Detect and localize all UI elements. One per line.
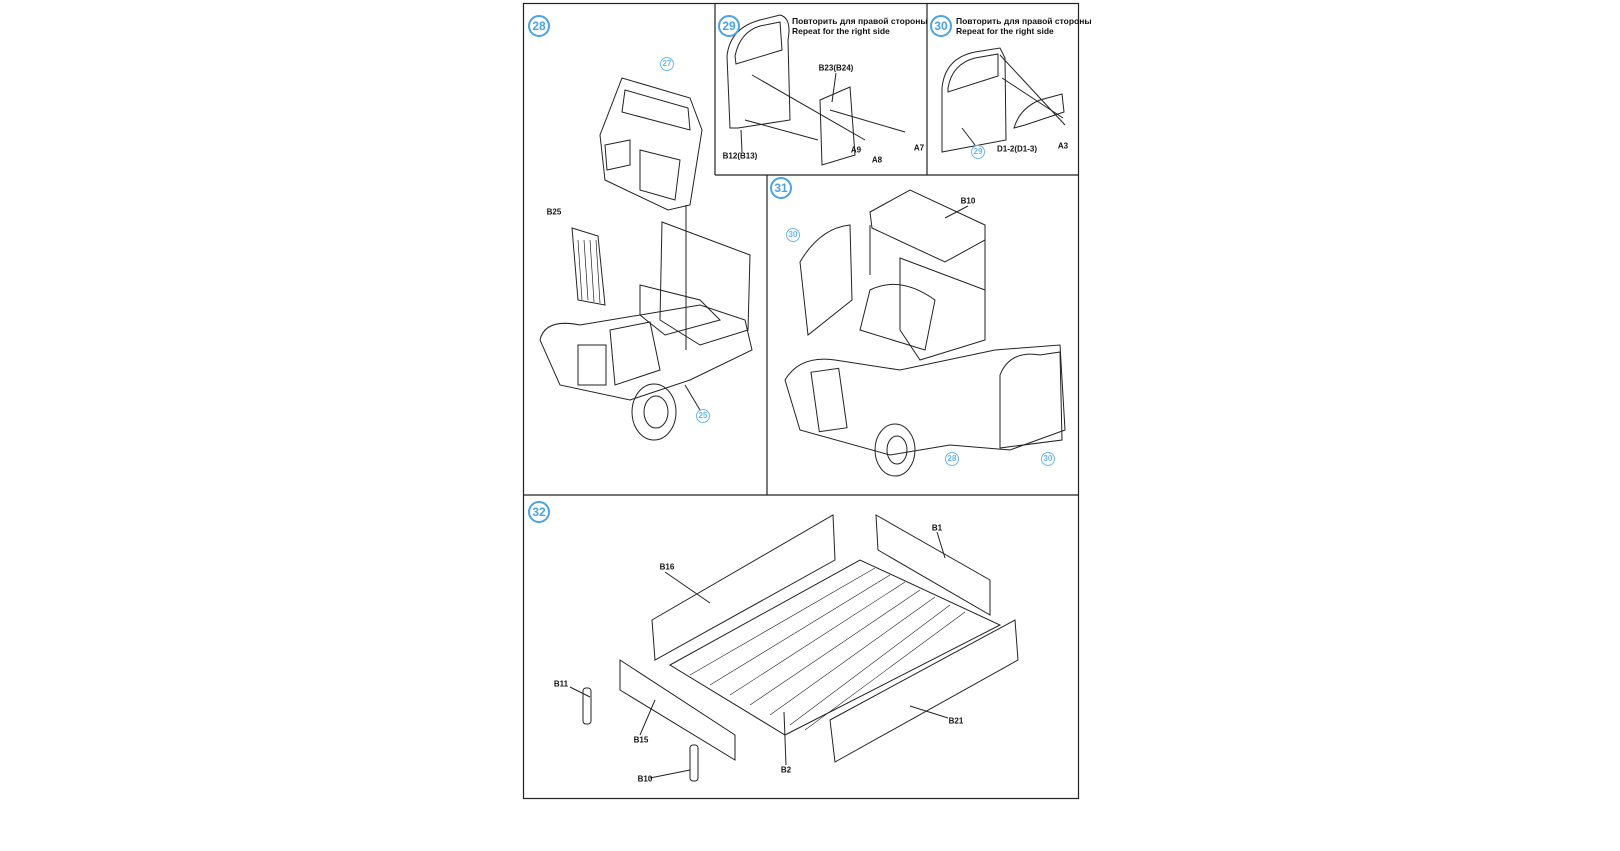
note-ru: Повторить для правой стороны [956,16,1092,26]
step-number-31: 31 [770,177,792,199]
step-29-note: Повторить для правой стороны Repeat for … [792,16,928,36]
part-label: B12(B13) [722,151,758,161]
note-en: Repeat for the right side [792,26,890,36]
step-30-note: Повторить для правой стороны Repeat for … [956,16,1092,36]
part-label: B1 [931,523,943,533]
step-ref: 30 [786,228,800,242]
note-ru: Повторить для правой стороны [792,16,928,26]
part-label: B25 [546,207,562,217]
note-en: Repeat for the right side [956,26,1054,36]
step-number-30: 30 [930,15,952,37]
step-ref: 27 [660,57,674,71]
step-31-drawing [784,189,1066,477]
step-ref: 30 [1041,452,1055,466]
step-number-32: 32 [528,501,550,523]
step-32-drawing [569,514,1019,782]
part-label: B2 [780,765,792,775]
part-label: B16 [659,562,675,572]
step-28-drawing [539,77,753,441]
step-ref: 28 [945,452,959,466]
step-ref: 29 [971,145,985,159]
step-30-drawing [941,47,1066,153]
step-ref: 25 [696,409,710,423]
step-number-28: 28 [528,15,550,37]
part-label: B10 [637,774,653,784]
part-label: A7 [913,143,925,153]
part-label: A8 [871,155,883,165]
part-label: B21 [948,716,964,726]
part-label: B10 [960,196,976,206]
part-label: B15 [633,735,649,745]
step-number-29: 29 [718,15,740,37]
panel-borders [522,2,1080,800]
part-label: B11 [553,679,569,689]
part-label: A3 [1057,141,1069,151]
step-29-drawing [726,14,906,166]
part-label: D1-2(D1-3) [996,144,1038,154]
part-label: A9 [850,145,862,155]
part-label: B23(B24) [818,63,854,73]
